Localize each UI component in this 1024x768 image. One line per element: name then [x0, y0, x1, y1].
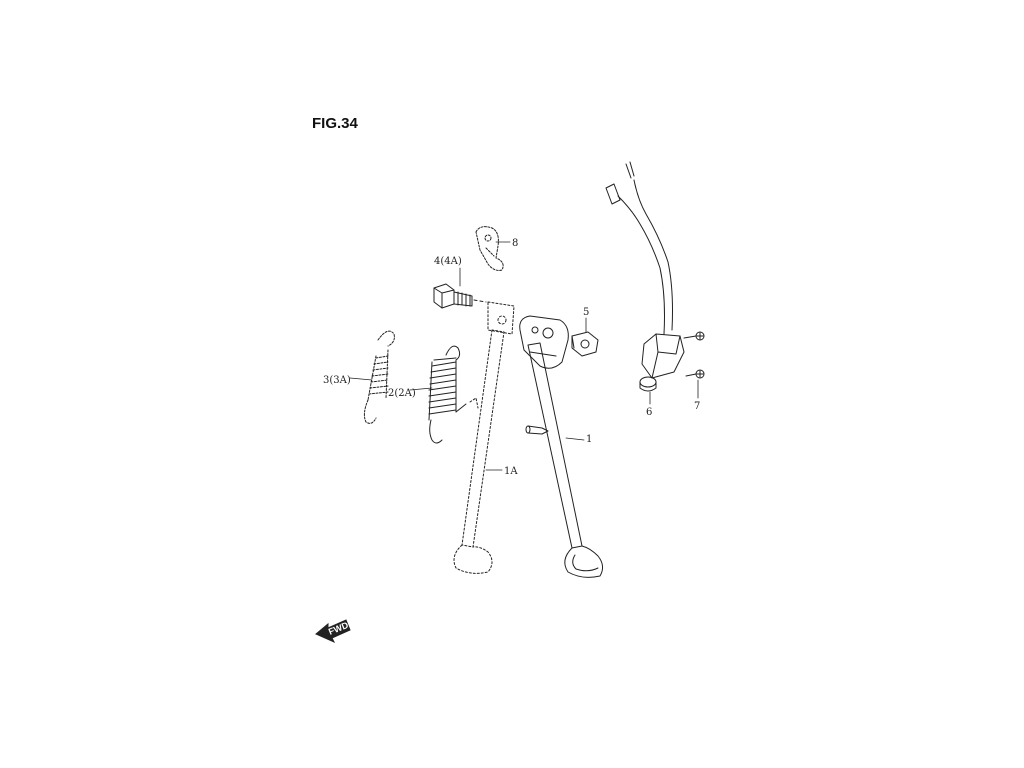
alt-stand-leg: [453, 301, 515, 574]
callout-8: 8: [512, 238, 518, 249]
callout-3: 3(3A): [323, 375, 351, 386]
stand-plate: [475, 226, 504, 271]
figure-title: FIG.34: [312, 115, 358, 132]
callout-leaders: [349, 241, 699, 471]
callout-1: 1: [586, 434, 592, 445]
side-stand-switch: [605, 161, 685, 392]
callout-1a: 1A: [504, 466, 518, 477]
callout-7: 7: [694, 401, 700, 412]
pivot-pin: [525, 425, 549, 435]
large-spring: [428, 345, 467, 444]
main-stand-leg: [519, 315, 604, 578]
callout-2: 2(2A): [388, 388, 416, 399]
callout-4: 4(4A): [434, 256, 462, 267]
callout-5: 5: [583, 307, 589, 318]
stand-nut: [571, 331, 599, 357]
small-spring: [363, 330, 395, 424]
fwd-arrow-icon: FWD: [315, 619, 351, 644]
stand-pivot-bolt: [433, 283, 487, 309]
switch-screws: [683, 331, 705, 379]
callout-6: 6: [646, 407, 652, 418]
